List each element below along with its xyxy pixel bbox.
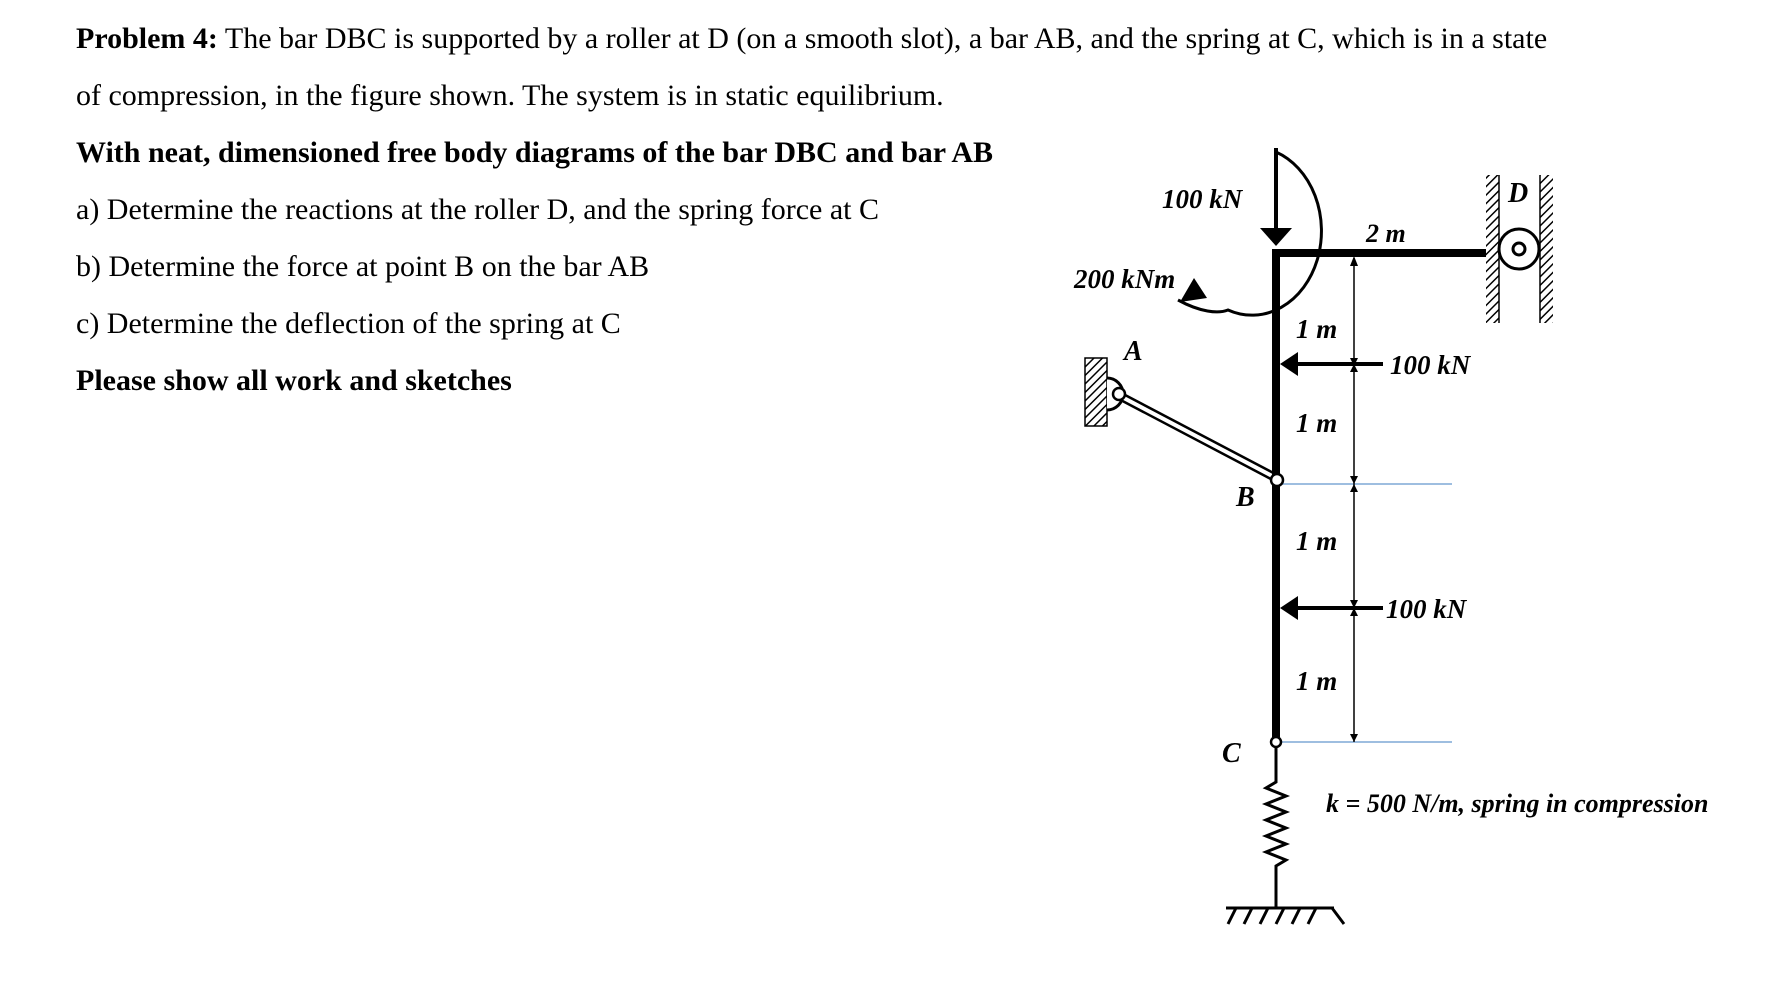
- label-load-mid-1: 100 kN: [1390, 350, 1472, 380]
- label-load-mid-2: 100 kN: [1386, 594, 1468, 624]
- closing-line: Please show all work and sketches: [76, 364, 512, 397]
- pin-b: [1269, 472, 1285, 488]
- bar-ab: [1117, 392, 1279, 482]
- dimension-line: [1350, 256, 1358, 742]
- label-load-top: 100 kN: [1162, 184, 1244, 214]
- load-mid-1-arrow: [1280, 352, 1383, 376]
- label-dim-1: 1 m: [1296, 314, 1337, 344]
- label-point-d: D: [1507, 178, 1528, 209]
- part-a: a) Determine the reactions at the roller…: [76, 193, 880, 226]
- problem-statement-1: The bar DBC is supported by a roller at …: [217, 22, 1548, 55]
- instruction-line: With neat, dimensioned free body diagram…: [76, 136, 994, 169]
- label-spring-note: k = 500 N/m, spring in compression: [1326, 789, 1708, 818]
- problem-statement-line-2: of compression, in the figure shown. The…: [76, 79, 944, 112]
- roller-support-d: [1486, 175, 1553, 323]
- label-point-c: C: [1222, 738, 1241, 769]
- load-mid-2-arrow: [1280, 596, 1383, 620]
- label-point-a: A: [1122, 336, 1143, 367]
- moment-arc: [1177, 150, 1323, 317]
- label-span: 2 m: [1365, 219, 1406, 248]
- spring-c: [1261, 747, 1291, 908]
- label-point-b: B: [1235, 482, 1255, 513]
- label-moment: 200 kNm: [1073, 264, 1175, 294]
- support-a: [1084, 357, 1127, 427]
- load-top-arrow: [1260, 148, 1292, 246]
- problem-statement-line-1: Problem 4: The bar DBC is supported by a…: [76, 10, 1766, 67]
- label-dim-2: 1 m: [1296, 408, 1337, 438]
- pin-c: [1269, 735, 1283, 749]
- ground: [1226, 906, 1346, 925]
- problem-heading: Problem 4:: [76, 22, 218, 55]
- problem-text: Problem 4: The bar DBC is supported by a…: [76, 10, 1766, 409]
- part-c: c) Determine the deflection of the sprin…: [76, 307, 621, 340]
- label-dim-4: 1 m: [1296, 666, 1337, 696]
- label-dim-3: 1 m: [1296, 526, 1337, 556]
- part-b: b) Determine the force at point B on the…: [76, 250, 650, 283]
